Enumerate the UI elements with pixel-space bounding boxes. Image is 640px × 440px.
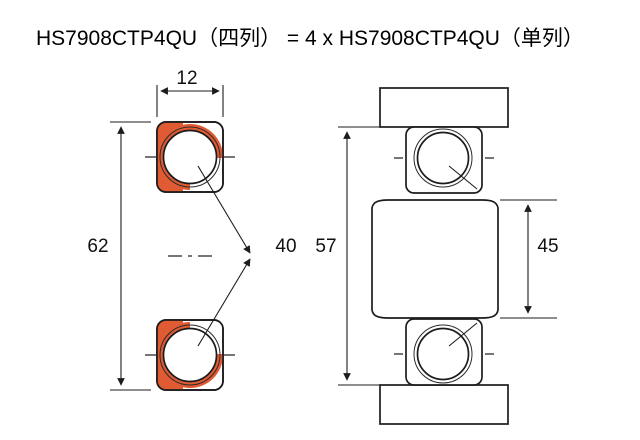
diagram-title: HS7908CTP4QU（四列） = 4 x HS7908CTP4QU（单列） bbox=[36, 27, 584, 50]
cage-outline-top bbox=[413, 128, 473, 188]
dimension-outer-diameter: 62 bbox=[87, 121, 151, 391]
dim-shoulder-label: 57 bbox=[315, 236, 336, 257]
contact-angle-line bbox=[448, 165, 478, 190]
bearing-ball-top bbox=[162, 129, 218, 185]
dim-width-label: 12 bbox=[176, 68, 197, 89]
shaft bbox=[371, 199, 499, 319]
bearing-ball-top bbox=[416, 131, 470, 185]
dimension-bore: 40 bbox=[197, 165, 297, 347]
dimension-shoulder: 57 bbox=[315, 126, 402, 386]
contact-angle-line bbox=[448, 322, 478, 347]
cage-outline-bottom bbox=[159, 324, 221, 386]
housing-block-bottom bbox=[379, 384, 509, 425]
outer-ring-outline-bottom bbox=[156, 319, 224, 391]
bearing-ball-bottom bbox=[162, 327, 218, 383]
housing-block-top bbox=[379, 87, 509, 128]
left-bearing-cross-section: 12 62 40 bbox=[87, 68, 297, 391]
bearing-ball-bottom bbox=[416, 327, 470, 381]
cage-outline-top bbox=[159, 126, 221, 188]
cage-outline-bottom bbox=[413, 324, 473, 384]
dim-shaft-label: 45 bbox=[537, 236, 558, 257]
dimension-width: 12 bbox=[156, 68, 224, 117]
outer-ring-outline-top bbox=[156, 121, 224, 193]
contact-angle-line bbox=[197, 165, 251, 254]
dim-outer-diameter-label: 62 bbox=[87, 236, 108, 257]
dim-bore-label: 40 bbox=[275, 236, 296, 257]
mounted-bearing-view: 57 45 bbox=[315, 87, 559, 425]
contact-angle-line bbox=[197, 258, 251, 347]
dimension-shaft: 45 bbox=[500, 199, 559, 319]
